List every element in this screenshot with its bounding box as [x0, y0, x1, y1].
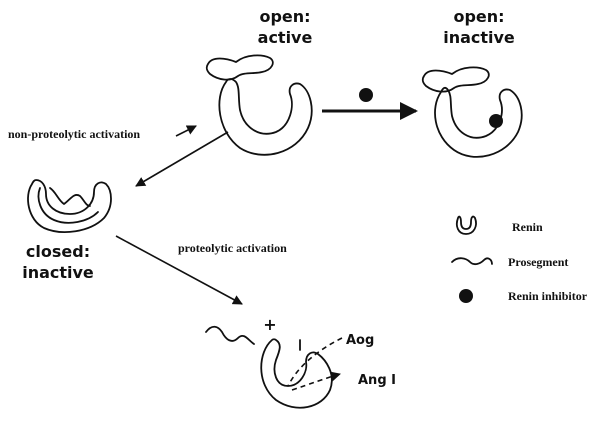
mature-renin-group: + Aog Ang I	[206, 315, 396, 408]
proteolytic-label: proteolytic activation	[178, 241, 287, 255]
plus-sign: +	[263, 315, 276, 334]
closed-inactive-label-line1: closed:	[26, 242, 90, 261]
non-proteolytic-arrow	[176, 126, 196, 136]
inhibitor-dot	[359, 88, 373, 102]
open-inactive-inhibitor-dot	[489, 114, 503, 128]
open-inactive-renin	[423, 67, 522, 157]
legend-prosegment-icon	[452, 258, 492, 264]
legend: Renin Prosegment Renin inhibitor	[452, 217, 588, 303]
open-inactive-prosegment	[423, 67, 489, 91]
aog-label: Aog	[346, 333, 374, 348]
legend-inhibitor-label: Renin inhibitor	[508, 289, 588, 303]
open-inactive-label-line1: open:	[453, 7, 504, 26]
legend-inhibitor-icon	[459, 289, 473, 303]
open-active-renin-body	[219, 79, 311, 155]
open-active-renin	[207, 55, 312, 154]
open-active-label-line2: active	[258, 28, 313, 47]
non-proteolytic-label: non-proteolytic activation	[8, 127, 140, 141]
ang1-label: Ang I	[358, 373, 396, 388]
legend-renin-label: Renin	[512, 220, 543, 234]
legend-prosegment-label: Prosegment	[508, 255, 568, 269]
legend-renin-icon	[457, 217, 476, 234]
open-inactive-renin-body	[435, 88, 522, 157]
open-active-prosegment	[207, 55, 273, 79]
closed-inactive-prosegment	[50, 188, 90, 206]
closed-inactive-renin	[28, 180, 111, 232]
open-inactive-label-line2: inactive	[443, 28, 515, 47]
open-to-closed-arrow	[136, 132, 228, 186]
closed-inactive-label-line2: inactive	[22, 263, 94, 282]
released-prosegment	[206, 327, 254, 344]
open-active-label-line1: open:	[259, 7, 310, 26]
aog-dashed-path	[288, 338, 342, 386]
